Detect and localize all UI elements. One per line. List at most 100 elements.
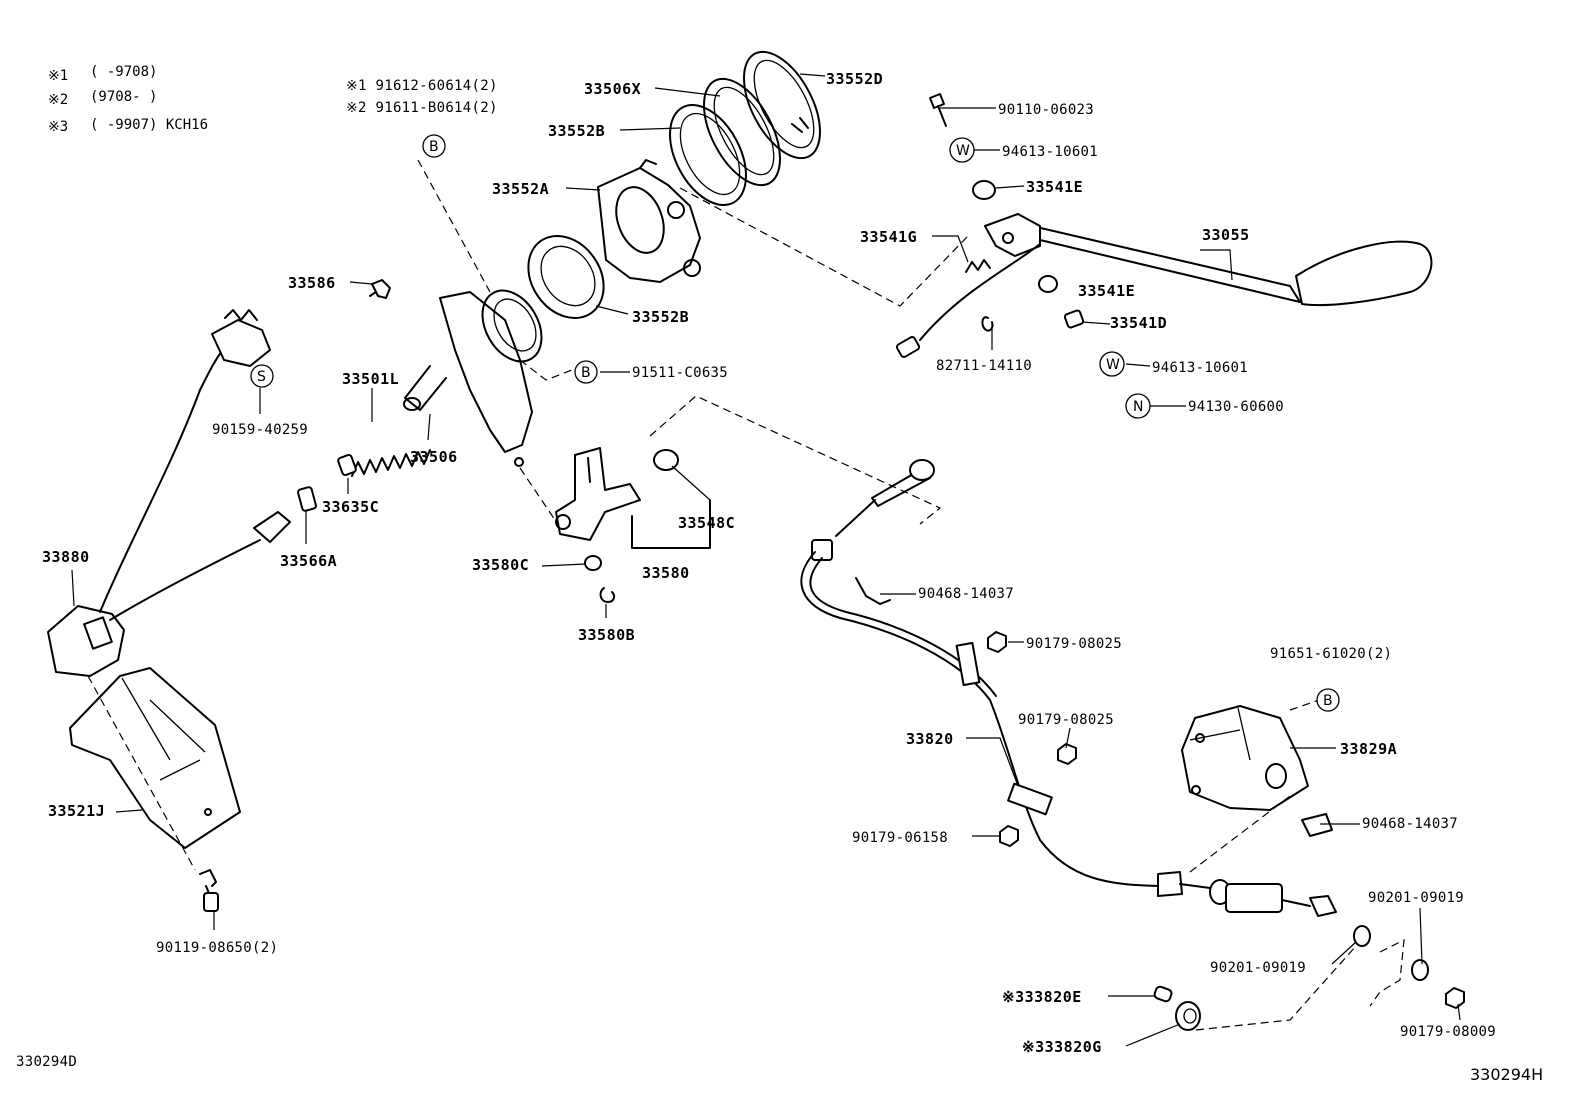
label-33521J: 33521J: [48, 802, 105, 820]
label-90119: 90119-08650(2): [156, 940, 278, 956]
callout-b-top: B: [429, 139, 439, 155]
shaft-housing-33506: [403, 289, 543, 467]
nut-90179-08009: [1445, 987, 1465, 1009]
bushing-33820E: [1153, 985, 1173, 1003]
note-text-3: ( -9907) KCH16: [90, 117, 208, 133]
label-90179-08009: 90179-08009: [1400, 1024, 1496, 1040]
bushing-33635C: [337, 453, 357, 477]
pin-33541D: [1063, 309, 1085, 329]
label-33635C: 33635C: [322, 498, 379, 516]
label-94613-bottom: 94613-10601: [1152, 360, 1248, 376]
label-91612: ※1 91612-60614(2): [346, 78, 498, 94]
label-90468-top: 90468-14037: [918, 586, 1014, 602]
label-33501L: 33501L: [342, 370, 399, 388]
label-90201-right: 90201-09019: [1368, 890, 1464, 906]
cover-33521J: [69, 667, 241, 849]
label-33506: 33506: [410, 448, 458, 466]
clip-90468-bottom: [1301, 813, 1333, 837]
label-33541E-top: 33541E: [1026, 178, 1083, 196]
label-91511: 91511-C0635: [632, 365, 728, 381]
dashed-lines: [87, 159, 1357, 1031]
snap-ring-33552D: [743, 50, 821, 160]
label-90179-06158: 90179-06158: [852, 830, 948, 846]
callout-b-circle-mid: [574, 360, 598, 384]
label-33506X: 33506X: [584, 80, 641, 98]
label-33880: 33880: [42, 548, 90, 566]
seal-33552B-bottom: [527, 235, 605, 319]
label-33541G: 33541G: [860, 228, 917, 246]
label-33552A: 33552A: [492, 180, 549, 198]
note-text-1: ( -9708): [90, 64, 157, 80]
callout-circles: B B B S W W N: [250, 134, 1340, 712]
spring-33541G: [965, 259, 991, 273]
legend-notes: ※1 ( -9708) ※2 (9708- ) ※3 ( -9907) KCH1…: [48, 64, 208, 135]
wire-82711: [895, 243, 1041, 358]
leader-lines: [71, 73, 1461, 1047]
bolt-90110: [929, 93, 947, 127]
callout-b-circle-top: [422, 134, 446, 158]
callout-n: N: [1133, 399, 1143, 415]
label-33541D: 33541D: [1110, 314, 1167, 332]
callout-b-right: B: [1323, 693, 1333, 709]
label-82711: 82711-14110: [936, 358, 1032, 374]
nut-90179-08025-b: [1057, 743, 1077, 765]
nut-33541E-top: [972, 180, 996, 200]
switch-33880: [47, 309, 291, 677]
cable-33820: [800, 459, 1337, 917]
callout-w-top: W: [956, 143, 970, 159]
note-text-2: (9708- ): [90, 89, 157, 105]
label-33552B-bottom: 33552B: [632, 308, 689, 326]
nut-33541E-mid: [1038, 275, 1058, 293]
note-mark-2: ※2: [48, 92, 68, 108]
label-33580C: 33580C: [472, 556, 529, 574]
nut-90179-06158: [999, 825, 1019, 847]
label-90468-bottom: 90468-14037: [1362, 816, 1458, 832]
label-94613-top: 94613-10601: [1002, 144, 1098, 160]
housing-33552A: [597, 159, 701, 283]
callout-w-bottom: W: [1106, 357, 1120, 373]
label-33820G: ※333820G: [1022, 1038, 1102, 1056]
label-33580B: 33580B: [578, 626, 635, 644]
bracket-33829A: [1181, 705, 1309, 811]
callout-s-circle: [250, 364, 274, 388]
spring-33501L: [351, 449, 431, 477]
label-33829A: 33829A: [1340, 740, 1397, 758]
screw-33586: [369, 279, 391, 299]
label-90179-08025-b: 90179-08025: [1018, 712, 1114, 728]
part-labels: 33506X 33552D 33552B 33552A 33552B ※1 91…: [42, 70, 1496, 1056]
callout-n-circle: [1125, 393, 1151, 419]
label-90201-mid: 90201-09019: [1210, 960, 1306, 976]
label-90110: 90110-06023: [998, 102, 1094, 118]
callout-s: S: [257, 369, 266, 385]
label-33586: 33586: [288, 274, 336, 292]
callout-w-circle-top: [949, 137, 975, 163]
bolt-90119: [199, 869, 219, 912]
washer-90201-mid: [1353, 925, 1371, 947]
callout-b-circle-right: [1316, 688, 1340, 712]
label-33566A: 33566A: [280, 552, 337, 570]
clip-90468-top: [855, 577, 891, 605]
callout-b-mid: B: [581, 365, 591, 381]
callout-w-circle-bottom: [1099, 351, 1125, 377]
label-33552B-top: 33552B: [548, 122, 605, 140]
pin-33566A: [297, 486, 317, 512]
washer-33580C: [584, 555, 602, 571]
bracket-dashed-lower: [1369, 938, 1405, 1007]
bushing-33820G: [1175, 1001, 1201, 1031]
bushing-33548C: [653, 449, 679, 471]
diagram-code-bottom-left: 330294D: [16, 1054, 77, 1070]
clip-33580B: [599, 587, 616, 603]
bracket-33580: [555, 447, 711, 549]
label-94130: 94130-60600: [1188, 399, 1284, 415]
label-91611: ※2 91611-B0614(2): [346, 100, 498, 116]
note-mark-3: ※3: [48, 119, 68, 135]
label-33552D: 33552D: [826, 70, 883, 88]
note-mark-1: ※1: [48, 68, 68, 84]
shift-lever-33055: [984, 213, 1433, 307]
bearing-33552B-top: [669, 104, 747, 206]
ring-33506X: [703, 77, 781, 187]
label-33820: 33820: [906, 730, 954, 748]
label-33580: 33580: [642, 564, 690, 582]
washer-90201-right: [1411, 959, 1429, 981]
